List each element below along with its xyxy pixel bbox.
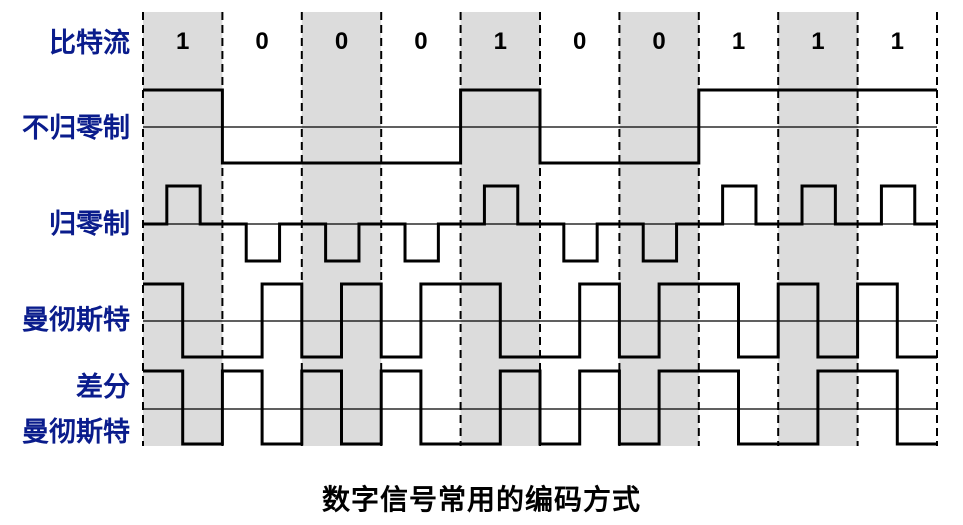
bit-value: 1	[890, 28, 904, 55]
nrz-waveform	[143, 88, 937, 165]
row-label-rz: 归零制	[49, 209, 130, 240]
bit-value: 0	[334, 28, 349, 55]
row-label-diff-manchester-2: 曼彻斯特	[22, 417, 130, 448]
bit-boundary-dashed-lines	[142, 12, 938, 446]
signal-waveforms	[143, 88, 937, 446]
bit-value: 0	[255, 28, 269, 55]
row-label-manchester: 曼彻斯特	[22, 305, 130, 336]
manchester-waveform	[143, 282, 937, 359]
bit-value: 1	[811, 28, 825, 55]
bit-value: 1	[493, 28, 507, 55]
row-label-diff-manchester-1: 差分	[76, 372, 130, 403]
bit-value: 1	[731, 28, 746, 55]
bit-value: 0	[414, 28, 428, 55]
diagram-caption: 数字信号常用的编码方式	[321, 483, 641, 516]
bit-value: 0	[652, 28, 666, 55]
bit-value: 1	[176, 28, 190, 55]
differential-manchester-waveform	[143, 369, 937, 446]
rz-waveform	[143, 184, 937, 263]
row-label-nrz: 不归零制	[22, 113, 130, 144]
bit-value: 0	[573, 28, 587, 55]
row-label-bitstream: 比特流	[49, 28, 130, 59]
